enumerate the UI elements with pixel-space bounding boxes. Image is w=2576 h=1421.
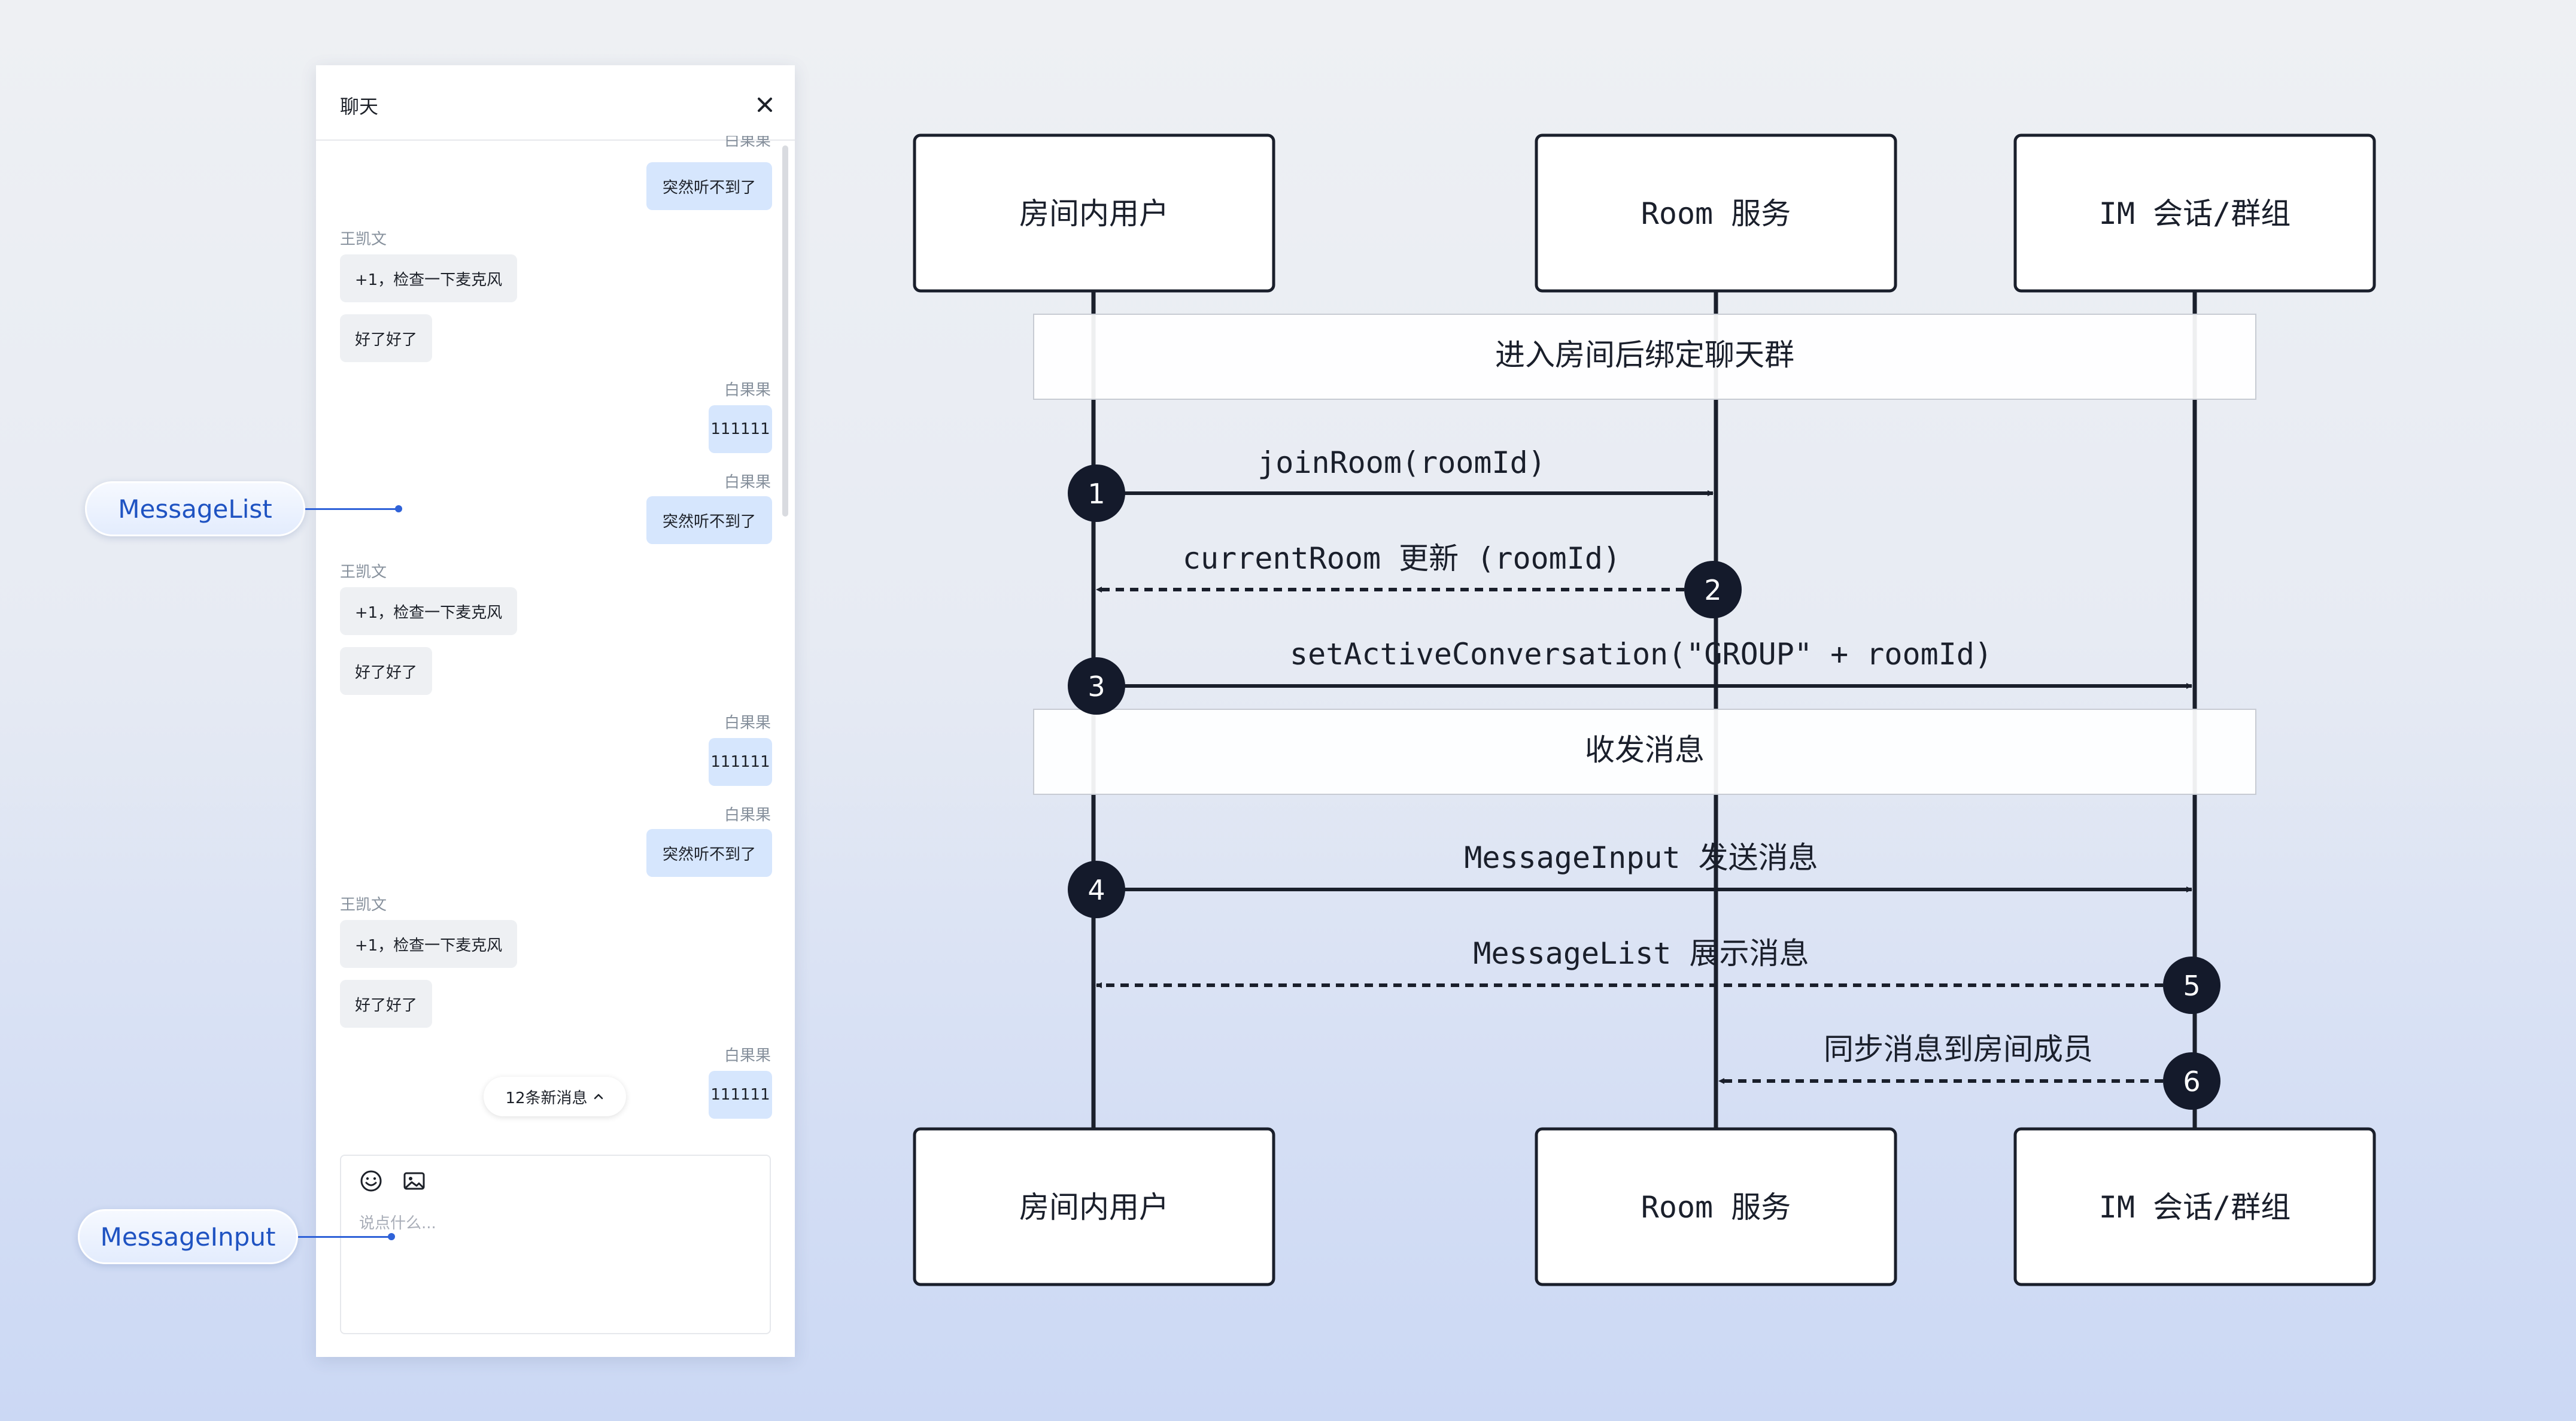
message-sender: 白果果 <box>724 1047 771 1065</box>
step-number: 1 <box>1087 478 1105 510</box>
message-4: MessageInput 发送消息 4 <box>1068 840 2192 918</box>
message-sender: 王凯文 <box>340 896 387 914</box>
message-bubble-outgoing[interactable]: 突然听不到了 <box>646 829 772 877</box>
message-bubble-incoming[interactable]: 好了好了 <box>340 647 432 695</box>
message-list-callout: MessageList <box>85 481 305 536</box>
step-number: 5 <box>2183 970 2200 1002</box>
step-badge <box>1068 464 1125 522</box>
step-number: 4 <box>1087 874 1105 906</box>
message-label: joinRoom(roomId) <box>1257 445 1546 480</box>
step-badge <box>2163 1052 2220 1110</box>
message-bubble-outgoing[interactable]: 突然听不到了 <box>646 162 772 210</box>
step-badge <box>1684 561 1742 618</box>
actor-im-bottom: IM 会话/群组 <box>2013 1127 2376 1286</box>
chat-panel: 聊天 白果果 突然听不到了 王凯文 +1，检查一下麦克风 好了好了 白果果 11… <box>316 65 795 1357</box>
actor-label: IM 会话/群组 <box>2099 1190 2291 1225</box>
message-sender: 白果果 <box>724 381 771 399</box>
new-messages-label: 12条新消息 <box>505 1089 588 1107</box>
chat-title: 聊天 <box>340 95 379 118</box>
message-label: MessageList 展示消息 <box>1473 936 1809 971</box>
message-list-callout-dot <box>395 505 402 512</box>
message-list-callout-line <box>305 508 399 510</box>
message-input-callout-dot <box>388 1233 395 1240</box>
message-sender: 王凯文 <box>340 563 387 581</box>
message-bubble-incoming[interactable]: 好了好了 <box>340 314 432 362</box>
actor-label: Room 服务 <box>1641 1190 1791 1225</box>
actor-user-bottom: 房间内用户 <box>913 1127 1275 1286</box>
actor-im-top: IM 会话/群组 <box>2013 133 2376 293</box>
message-bubble-incoming[interactable]: +1，检查一下麦克风 <box>340 254 517 302</box>
step-number: 6 <box>2183 1065 2200 1098</box>
step-badge <box>2163 957 2220 1014</box>
message-3: setActiveConversation("GROUP" + roomId) … <box>1068 637 2192 715</box>
message-sender: 白果果 <box>724 806 771 824</box>
message-label: 同步消息到房间成员 <box>1824 1032 2093 1067</box>
image-icon[interactable] <box>402 1169 426 1193</box>
actor-room-top: Room 服务 <box>1535 133 1897 293</box>
message-input-callout-line <box>298 1236 391 1238</box>
message-bubble-outgoing[interactable]: 突然听不到了 <box>646 496 772 544</box>
message-1: joinRoom(roomId) 1 <box>1068 445 1714 522</box>
message-input-callout: MessageInput <box>78 1209 298 1264</box>
message-list-scrollbar[interactable] <box>782 145 788 517</box>
message-sender: 白果果 <box>724 714 771 732</box>
message-label: setActiveConversation("GROUP" + roomId) <box>1290 637 1992 672</box>
section-label: 收发消息 <box>1585 733 1705 767</box>
chat-header: 聊天 <box>316 65 795 141</box>
message-bubble-outgoing[interactable]: 111111 <box>709 738 772 786</box>
actor-label: 房间内用户 <box>1019 196 1169 231</box>
step-number: 3 <box>1087 670 1105 703</box>
section-messaging: 收发消息 <box>1033 709 2256 795</box>
message-label: currentRoom 更新 (roomId) <box>1183 541 1621 576</box>
section-label: 进入房间后绑定聊天群 <box>1495 338 1794 372</box>
message-sender: 白果果 <box>724 136 771 147</box>
new-messages-button[interactable]: 12条新消息 <box>484 1077 626 1116</box>
section-bind-group: 进入房间后绑定聊天群 <box>1033 314 2256 400</box>
message-5: MessageList 展示消息 5 <box>1096 936 2220 1014</box>
message-bubble-incoming[interactable]: 好了好了 <box>340 980 432 1028</box>
message-2: currentRoom 更新 (roomId) 2 <box>1096 541 1742 618</box>
step-badge <box>1068 657 1125 715</box>
actor-label: IM 会话/群组 <box>2099 196 2291 231</box>
step-badge <box>1068 861 1125 918</box>
message-bubble-outgoing[interactable]: 111111 <box>709 405 772 453</box>
chevron-up-icon <box>594 1094 603 1100</box>
message-bubble-incoming[interactable]: +1，检查一下麦克风 <box>340 587 517 635</box>
actor-user-top: 房间内用户 <box>913 133 1275 293</box>
actor-label: Room 服务 <box>1641 196 1791 231</box>
message-sender: 王凯文 <box>340 230 387 248</box>
actor-label: 房间内用户 <box>1019 1190 1169 1225</box>
step-number: 2 <box>1704 574 1721 606</box>
message-6: 同步消息到房间成员 6 <box>1718 1032 2220 1110</box>
close-icon[interactable] <box>752 92 778 118</box>
message-bubble-incoming[interactable]: +1，检查一下麦克风 <box>340 920 517 968</box>
message-sender: 白果果 <box>724 473 771 491</box>
message-input-placeholder: 说点什么... <box>359 1214 436 1232</box>
emoji-icon[interactable] <box>359 1169 383 1193</box>
message-input[interactable]: 说点什么... <box>340 1155 771 1334</box>
message-bubble-outgoing[interactable]: 111111 <box>709 1071 772 1119</box>
actor-room-bottom: Room 服务 <box>1535 1127 1897 1286</box>
message-label: MessageInput 发送消息 <box>1464 840 1818 875</box>
